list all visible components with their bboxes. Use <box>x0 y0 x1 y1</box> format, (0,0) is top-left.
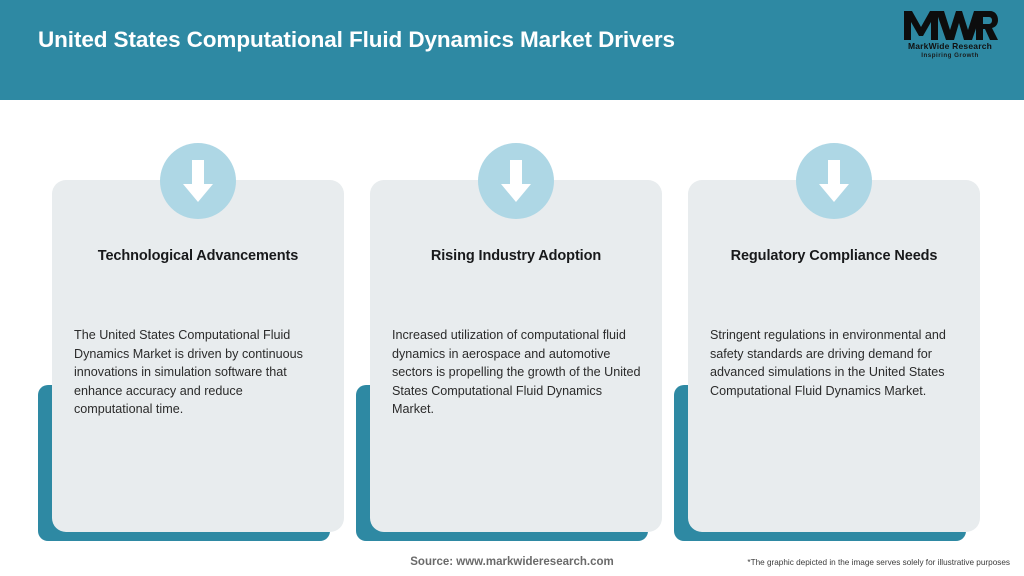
card-panel: Technological Advancements The United St… <box>52 180 344 532</box>
disclaimer-note: *The graphic depicted in the image serve… <box>747 558 1010 567</box>
down-arrow-icon <box>183 160 213 202</box>
page-title: United States Computational Fluid Dynami… <box>38 27 675 52</box>
card-panel: Rising Industry Adoption Increased utili… <box>370 180 662 532</box>
driver-card-2[interactable]: Rising Industry Adoption Increased utili… <box>356 143 662 541</box>
down-arrow-icon <box>819 160 849 202</box>
driver-card-3[interactable]: Regulatory Compliance Needs Stringent re… <box>674 143 980 541</box>
source-label: Source: www.markwideresearch.com <box>410 556 614 568</box>
card-heading: Rising Industry Adoption <box>430 248 602 264</box>
card-heading: Technological Advancements <box>97 248 299 264</box>
card-heading: Regulatory Compliance Needs <box>730 248 938 264</box>
logo-tagline: Inspiring Growth <box>921 52 979 59</box>
card-body-text: Increased utilization of computational f… <box>392 328 641 417</box>
page-header: United States Computational Fluid Dynami… <box>0 0 1024 100</box>
mwr-logo-icon <box>904 11 998 40</box>
card-body-text: The United States Computational Fluid Dy… <box>74 328 303 417</box>
card-icon-badge <box>478 143 554 219</box>
logo-company-name: MarkWide Research <box>907 41 993 51</box>
card-panel: Regulatory Compliance Needs Stringent re… <box>688 180 980 532</box>
driver-card-1[interactable]: Technological Advancements The United St… <box>38 143 344 541</box>
card-icon-badge <box>160 143 236 219</box>
card-icon-badge <box>796 143 872 219</box>
down-arrow-icon <box>501 160 531 202</box>
brand-logo: MarkWide Research Inspiring Growth <box>898 8 1002 66</box>
card-body-text: Stringent regulations in environmental a… <box>710 328 946 398</box>
